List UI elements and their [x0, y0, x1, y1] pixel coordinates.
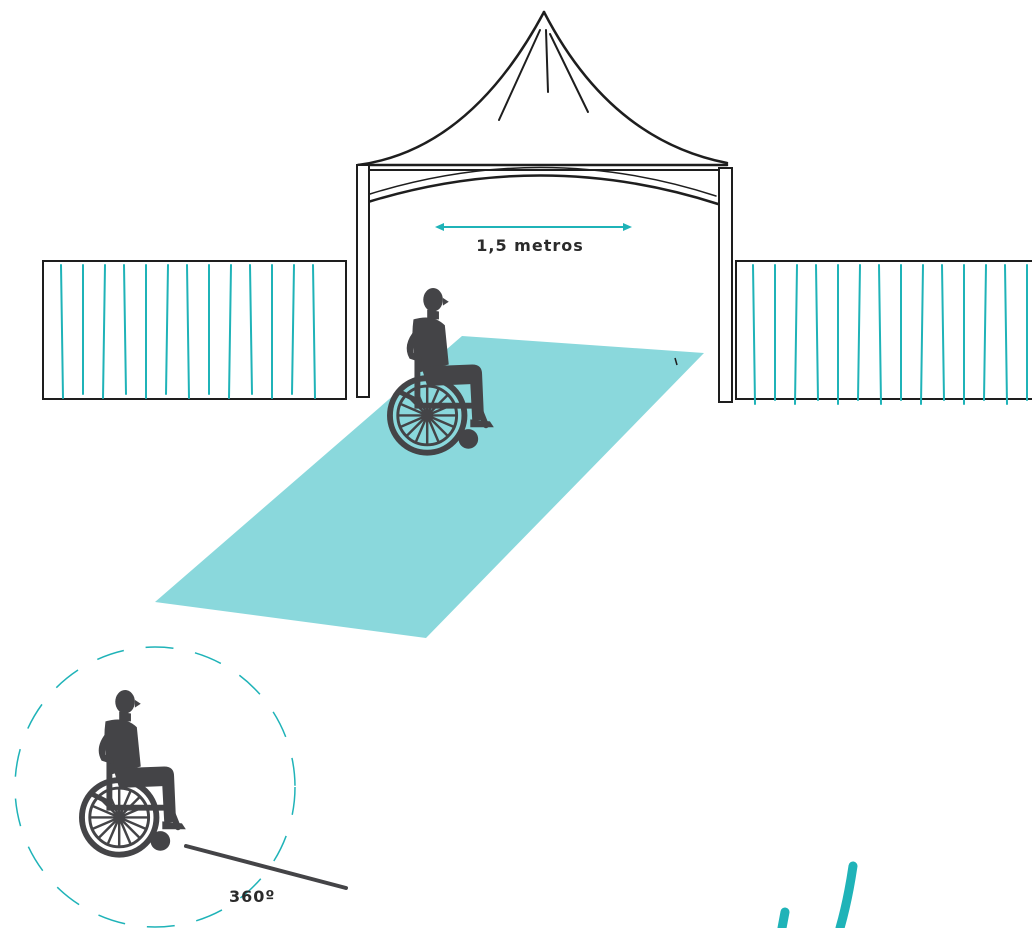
fence-slat: [291, 264, 295, 395]
fence-slat: [941, 264, 945, 401]
tent-pole-left: [356, 164, 370, 398]
fence-slat: [1004, 264, 1008, 405]
wheelchair-user-icon: [82, 690, 186, 855]
fence-slat: [228, 264, 232, 399]
fence-slat: [102, 264, 106, 399]
fence-slat: [752, 264, 756, 405]
turning-angle-label: 360º: [229, 887, 275, 906]
fence-slat: [123, 264, 127, 395]
accessible-path-mat: [155, 336, 704, 638]
turning-circle: [14, 646, 296, 928]
fence-right: [735, 260, 1032, 405]
fence-slat: [815, 264, 819, 401]
turning-angle-line: [184, 844, 348, 890]
width-measure-arrow: [435, 223, 632, 231]
fence-slat: [878, 264, 882, 405]
fence-slat: [312, 264, 316, 399]
fence-slat: [983, 264, 987, 401]
mat-mark: [674, 357, 678, 366]
fence-slat: [857, 264, 861, 401]
width-measure-label: 1,5 metros: [476, 236, 584, 255]
fence-slat: [920, 264, 924, 405]
fence-left: [42, 260, 347, 400]
fence-slat: [165, 264, 169, 395]
fence-slat: [249, 264, 253, 395]
canopy-tent-icon: [356, 10, 729, 206]
decorative-brush-marks: [777, 861, 858, 928]
fence-slat: [186, 264, 190, 399]
fence-slat: [794, 264, 798, 405]
tent-pole-right: [718, 167, 733, 403]
fence-slat: [60, 264, 64, 399]
